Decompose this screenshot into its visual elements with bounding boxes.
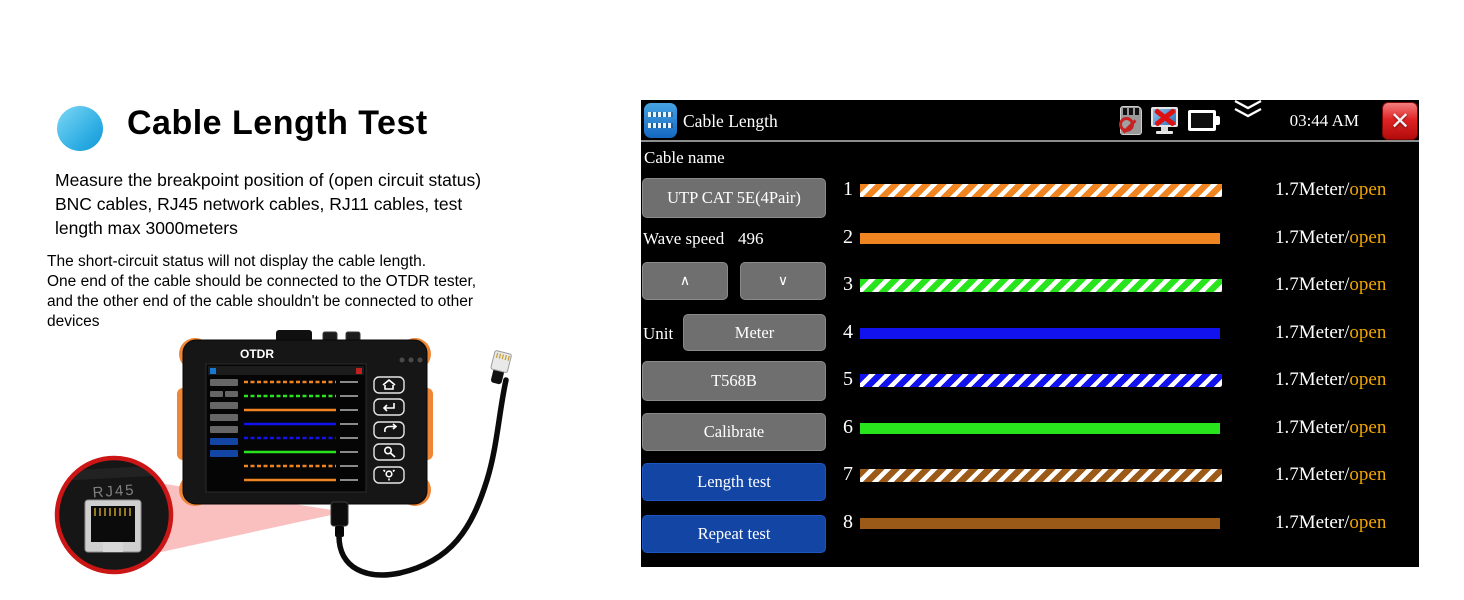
- wiring-standard-button[interactable]: T568B: [642, 361, 826, 401]
- wire-bar: [860, 469, 1222, 482]
- rj45-inset: RJ45: [54, 455, 174, 575]
- wire-row: 7 1.7Meter/open: [641, 463, 1419, 487]
- rj45-connector: [490, 350, 512, 385]
- home-icon: [382, 378, 396, 390]
- monitor-disconnected-icon: [1149, 106, 1181, 137]
- wave-speed-down-button[interactable]: ∨: [740, 262, 826, 300]
- wire-number: 1: [843, 178, 853, 200]
- wire-result: 1.7Meter/open: [1275, 227, 1386, 249]
- wire-status: open: [1349, 464, 1387, 485]
- wire-result: 1.7Meter/open: [1275, 417, 1386, 439]
- flashlight-icon: [385, 470, 393, 478]
- wire-length: 1.7Meter/: [1275, 416, 1350, 438]
- cable-type-button[interactable]: UTP CAT 5E(4Pair): [642, 178, 826, 218]
- battery-icon: [1188, 110, 1222, 132]
- wire-bar: [860, 374, 1222, 387]
- wire-row: 1 1.7Meter/open: [641, 178, 1419, 202]
- wire-number: 7: [843, 463, 853, 485]
- wire-status: open: [1349, 179, 1387, 200]
- wire-length: 1.7Meter/: [1275, 511, 1350, 533]
- wire-length: 1.7Meter/: [1275, 464, 1350, 485]
- wire-status: open: [1349, 274, 1387, 295]
- cable-plug: [330, 501, 349, 527]
- titlebar: Cable Length 03:44 AM ✕: [641, 99, 1419, 142]
- magnifier-icon: [383, 446, 392, 455]
- wire-number: 2: [843, 225, 853, 248]
- wire-bar: [860, 422, 1220, 434]
- wire-length: 1.7Meter/: [1275, 179, 1350, 200]
- wire-row: 4 1.7Meter/open: [641, 321, 1419, 345]
- wire-status: open: [1349, 321, 1387, 343]
- wave-speed-label: Wave speed: [643, 229, 725, 248]
- wire-result: 1.7Meter/open: [1275, 274, 1386, 296]
- device-side-buttons: [373, 376, 405, 484]
- device-screen-mini-ui: [208, 366, 364, 482]
- wire-row: 5 1.7Meter/open: [641, 368, 1419, 392]
- wire-bar: [860, 184, 1222, 197]
- wire-length: 1.7Meter/: [1275, 369, 1350, 390]
- cable-name-label: Cable name: [644, 148, 725, 167]
- wire-row: 2 1.7Meter/open: [641, 226, 1419, 250]
- wire-number: 6: [843, 415, 853, 438]
- unit-label: Unit: [643, 324, 674, 343]
- page-title: Cable Length Test: [127, 104, 428, 142]
- calibrate-button[interactable]: Calibrate: [642, 413, 826, 451]
- wire-status: open: [1349, 511, 1387, 533]
- wire-number: 8: [843, 510, 853, 533]
- wire-bar: [860, 517, 1220, 529]
- enter-icon: [382, 403, 395, 412]
- wire-result: 1.7Meter/open: [1275, 464, 1386, 486]
- wire-length: 1.7Meter/: [1275, 226, 1350, 248]
- window-title: Cable Length: [683, 111, 778, 131]
- tester-illustration: OTDR: [54, 330, 512, 578]
- cable-length-app-window: Cable Length 03:44 AM ✕ Cable name UTP C…: [641, 99, 1419, 567]
- wire-bar: [860, 279, 1222, 292]
- sd-card-disabled-icon: [1118, 106, 1144, 136]
- cable-length-app-icon: [644, 103, 677, 138]
- back-icon: [384, 423, 398, 433]
- description-paragraph: Measure the breakpoint position of (open…: [55, 170, 482, 238]
- repeat-test-button[interactable]: Repeat test: [642, 515, 826, 553]
- wire-status: open: [1349, 226, 1387, 248]
- wire-status: open: [1349, 369, 1387, 390]
- wire-bar: [860, 232, 1220, 244]
- wire-number: 4: [843, 320, 853, 343]
- wire-length: 1.7Meter/: [1275, 321, 1350, 343]
- chevron-down-stack-icon: [1234, 99, 1262, 118]
- wire-status: open: [1349, 416, 1387, 438]
- bullet-circle-icon: [57, 106, 103, 151]
- close-button[interactable]: ✕: [1382, 102, 1418, 140]
- note-paragraph: The short-circuit status will not displa…: [47, 253, 477, 330]
- inset-port-label: RJ45: [92, 482, 136, 502]
- device-brand-label: OTDR: [240, 347, 274, 361]
- wire-row: 8 1.7Meter/open: [641, 511, 1419, 535]
- wire-number: 5: [843, 368, 853, 390]
- wire-result: 1.7Meter/open: [1275, 512, 1386, 534]
- length-test-button[interactable]: Length test: [642, 463, 826, 501]
- wire-number: 3: [843, 273, 853, 295]
- wire-result: 1.7Meter/open: [1275, 369, 1386, 391]
- wire-bar: [860, 327, 1220, 339]
- clock: 03:44 AM: [1289, 111, 1359, 130]
- wire-row: 3 1.7Meter/open: [641, 273, 1419, 297]
- wire-result: 1.7Meter/open: [1275, 322, 1386, 344]
- wire-length: 1.7Meter/: [1275, 274, 1350, 295]
- unit-button[interactable]: Meter: [683, 314, 826, 351]
- wave-speed-up-button[interactable]: ∧: [642, 262, 728, 300]
- wire-result: 1.7Meter/open: [1275, 179, 1386, 201]
- document-section: Cable Length Test Measure the breakpoint…: [0, 0, 640, 600]
- wire-row: 6 1.7Meter/open: [641, 416, 1419, 440]
- wave-speed-value: 496: [738, 229, 764, 248]
- patch-cable: [336, 377, 509, 578]
